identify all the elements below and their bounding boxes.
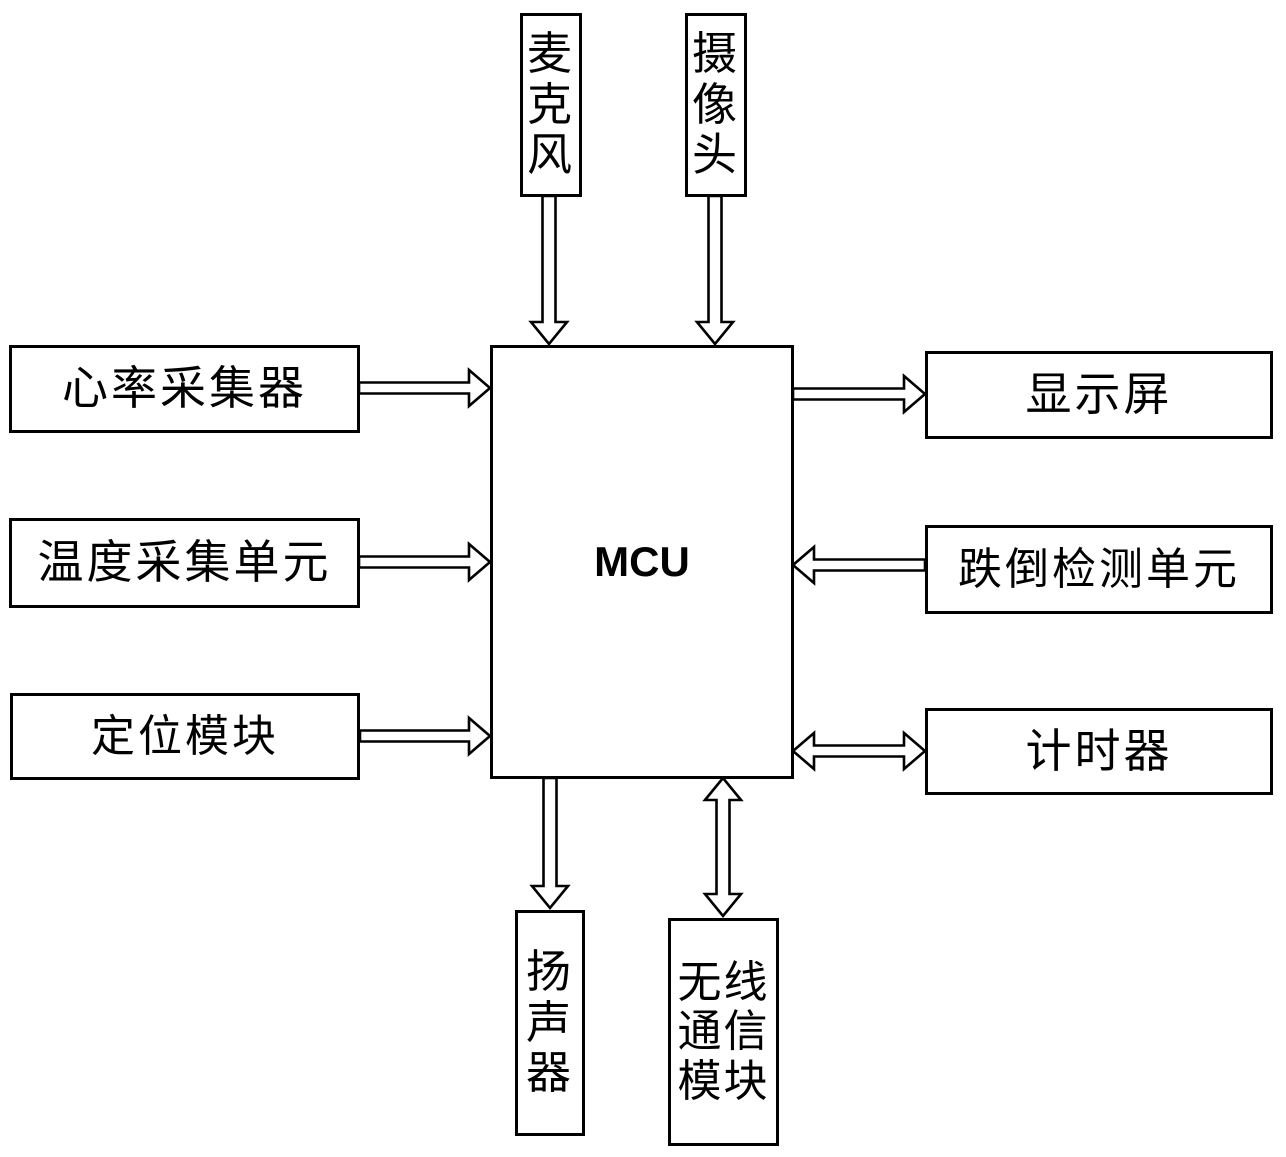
node-camera-label: 摄像头 <box>691 29 740 181</box>
arrow-positioning-to-mcu <box>358 715 492 757</box>
node-mcu: MCU <box>490 345 794 779</box>
node-microphone-label: 麦克风 <box>526 29 575 181</box>
node-timer: 计时器 <box>925 708 1273 795</box>
node-heart-rate-collector-label: 心率采集器 <box>62 363 307 415</box>
arrow-mcu-to-display <box>791 373 927 415</box>
node-mcu-label: MCU <box>594 538 690 586</box>
node-wireless-communication-module: 无线通信模块 <box>668 918 779 1146</box>
arrow-temperature-to-mcu <box>357 541 492 583</box>
arrow-fall-detection-to-mcu <box>791 544 927 586</box>
node-camera: 摄像头 <box>685 13 747 197</box>
node-display-screen-label: 显示屏 <box>1025 369 1173 421</box>
node-fall-detection-unit: 跌倒检测单元 <box>925 525 1273 614</box>
node-wireless-communication-module-label: 无线通信模块 <box>677 958 770 1106</box>
arrow-mcu-to-speaker <box>529 776 571 911</box>
node-temperature-collection-unit-label: 温度采集单元 <box>37 537 332 589</box>
node-timer-label: 计时器 <box>1025 725 1173 777</box>
node-speaker: 扬声器 <box>515 910 585 1136</box>
node-speaker-label: 扬声器 <box>525 947 574 1099</box>
node-positioning-module-label: 定位模块 <box>91 711 279 761</box>
node-positioning-module: 定位模块 <box>10 693 360 780</box>
arrow-mcu-timer-two-way <box>791 730 927 772</box>
arrow-heart-rate-to-mcu <box>357 367 492 409</box>
arrow-mic-to-mcu <box>528 194 570 347</box>
node-microphone: 麦克风 <box>520 13 582 197</box>
node-temperature-collection-unit: 温度采集单元 <box>9 518 360 608</box>
arrow-mcu-wireless-two-way <box>702 775 744 919</box>
node-fall-detection-unit-label: 跌倒检测单元 <box>958 544 1240 594</box>
node-heart-rate-collector: 心率采集器 <box>9 345 360 433</box>
arrow-camera-to-mcu <box>694 194 736 347</box>
node-display-screen: 显示屏 <box>925 351 1273 439</box>
